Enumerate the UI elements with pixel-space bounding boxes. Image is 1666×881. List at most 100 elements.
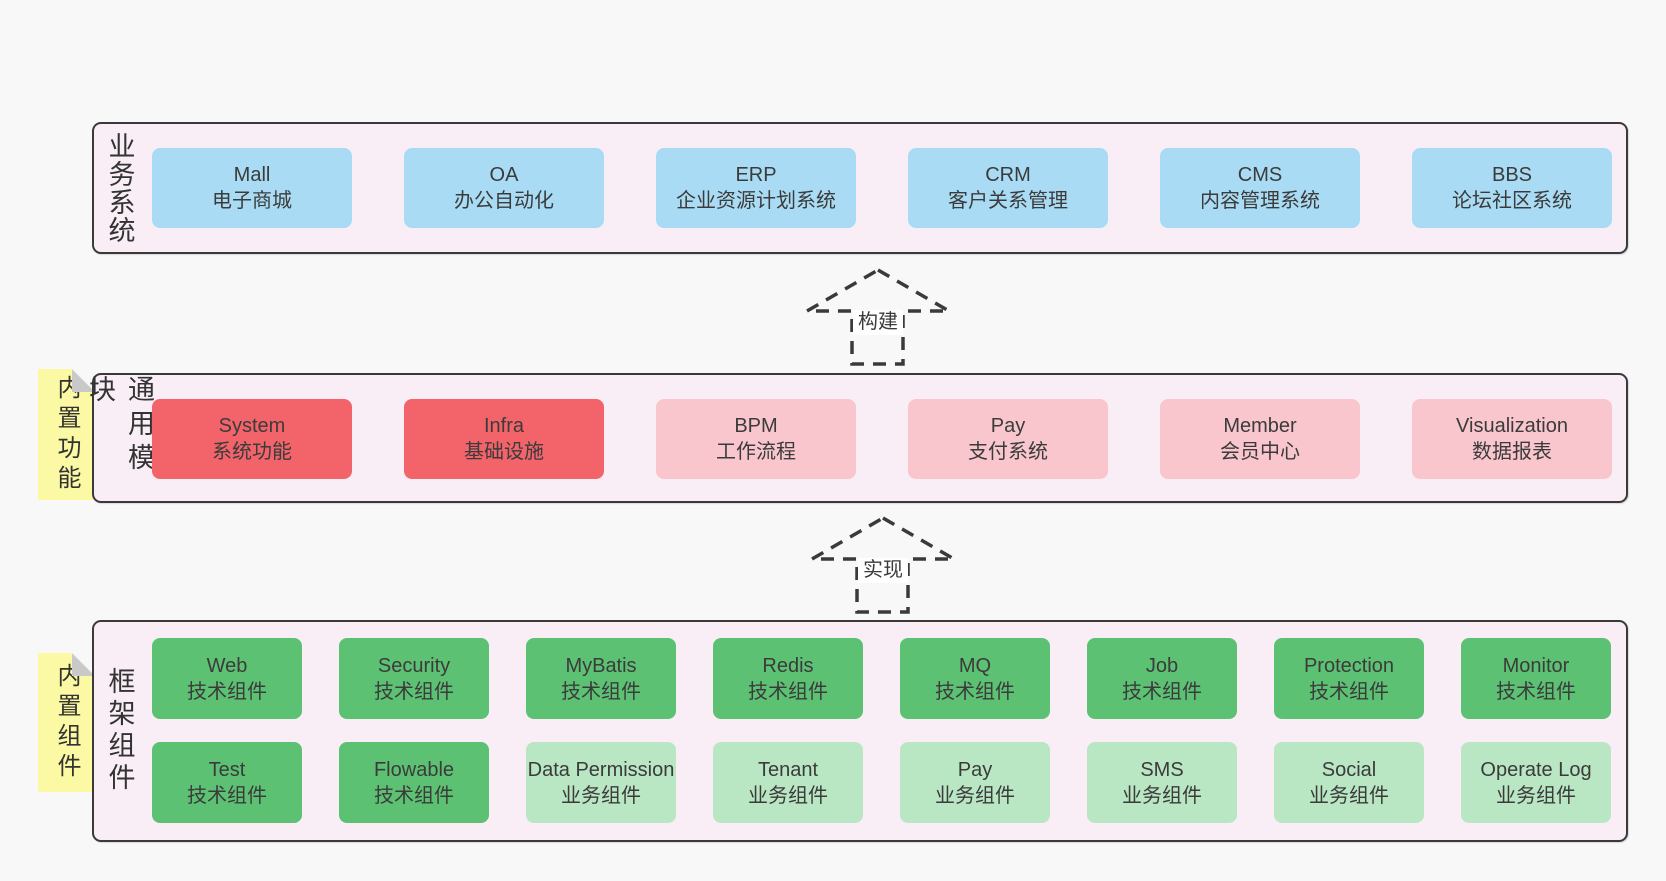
box-cms: CMS 内容管理系统 [1160,148,1360,228]
business-box-row: Mall 电子商城 OA 办公自动化 ERP 企业资源计划系统 CRM 客户关系管理 CMS 内容… [152,148,1612,228]
box-member: Member 会员中心 [1160,399,1360,479]
box-title: CMS [1237,164,1283,186]
box-subtitle: 论坛社区系统 [1452,190,1572,212]
box-system: System 系统功能 [152,399,352,479]
box-title: Web [206,654,248,677]
box-title: MyBatis [565,654,637,677]
box-subtitle: 技术组件 [1496,680,1576,703]
box-visualization: Visualization 数据报表 [1412,399,1612,479]
box-subtitle: 技术组件 [187,784,267,807]
box-subtitle: 业务组件 [1309,784,1389,807]
layer-label-common-modules: 通用模块 [85,375,154,477]
box-mall: Mall 电子商城 [152,148,352,228]
box-title: Flowable [373,758,455,781]
box-title: Pay [990,415,1026,437]
box-title: BBS [1491,164,1533,186]
box-title: Redis [762,654,814,677]
box-title: CRM [985,164,1031,186]
box-subtitle: 业务组件 [1496,784,1576,807]
box-subtitle: 业务组件 [935,784,1015,807]
box-sms: SMS 业务组件 [1087,742,1237,823]
box-security: Security 技术组件 [339,638,489,719]
box-subtitle: 技术组件 [374,680,454,703]
box-title: Mall [233,164,271,186]
box-title: Infra [483,415,525,437]
box-subtitle: 技术组件 [1122,680,1202,703]
layer-label-framework-components: 框架组件 [104,667,135,795]
box-tenant: Tenant 业务组件 [713,742,863,823]
box-test: Test 技术组件 [152,742,302,823]
build-arrow: 构建 [797,262,959,370]
box-subtitle: 业务组件 [1122,784,1202,807]
sticky-note-text: 内置功能 [53,374,80,495]
implement-arrow-label: 实现 [858,558,908,583]
box-subtitle: 系统功能 [212,441,292,463]
box-redis: Redis 技术组件 [713,638,863,719]
box-bpm: BPM 工作流程 [656,399,856,479]
box-title: Operate Log [1480,758,1592,781]
box-job: Job 技术组件 [1087,638,1237,719]
box-title: Monitor [1502,654,1570,677]
box-title: ERP [735,164,777,186]
box-protection: Protection 技术组件 [1274,638,1424,719]
box-subtitle: 技术组件 [1309,680,1389,703]
box-title: Visualization [1456,415,1568,437]
layer-label-business-systems: 业务系统 [104,132,135,244]
box-title: Social [1321,758,1377,781]
sticky-note-builtin-features: 内置功能 [38,369,95,500]
box-subtitle: 业务组件 [561,784,641,807]
box-subtitle: 业务组件 [748,784,828,807]
box-monitor: Monitor 技术组件 [1461,638,1611,719]
box-subtitle: 电子商城 [212,190,292,212]
layer-business-systems: 业务系统 Mall 电子商城 OA 办公自动化 ERP 企业资源计划系统 CRM 客户关系管理… [92,122,1628,254]
box-subtitle: 技术组件 [935,680,1015,703]
box-subtitle: 技术组件 [374,784,454,807]
box-subtitle: 数据报表 [1472,441,1552,463]
implement-arrow: 实现 [802,510,964,618]
box-crm: CRM 客户关系管理 [908,148,1108,228]
box-title: Pay [957,758,993,781]
box-web: Web 技术组件 [152,638,302,719]
box-subtitle: 工作流程 [716,441,796,463]
box-bbs: BBS 论坛社区系统 [1412,148,1612,228]
box-subtitle: 技术组件 [187,680,267,703]
box-infra: Infra 基础设施 [404,399,604,479]
box-operate-log: Operate Log 业务组件 [1461,742,1611,823]
box-subtitle: 企业资源计划系统 [676,190,836,212]
build-arrow-label: 构建 [853,310,903,335]
box-pay: Pay 业务组件 [900,742,1050,823]
box-title: SMS [1140,758,1184,781]
box-title: Data Permission [527,758,675,781]
box-social: Social 业务组件 [1274,742,1424,823]
box-flowable: Flowable 技术组件 [339,742,489,823]
box-subtitle: 内容管理系统 [1200,190,1320,212]
box-subtitle: 客户关系管理 [948,190,1068,212]
box-data-permission: Data Permission 业务组件 [526,742,676,823]
sticky-note-builtin-components: 内置组件 [38,653,95,792]
box-title: Tenant [757,758,819,781]
box-title: OA [489,164,519,186]
box-subtitle: 技术组件 [748,680,828,703]
box-subtitle: 会员中心 [1220,441,1300,463]
box-title: System [218,415,286,437]
box-title: Security [377,654,451,677]
box-subtitle: 基础设施 [464,441,544,463]
box-erp: ERP 企业资源计划系统 [656,148,856,228]
box-title: BPM [734,415,778,437]
box-oa: OA 办公自动化 [404,148,604,228]
box-title: Test [208,758,246,781]
box-title: Protection [1303,654,1395,677]
box-title: Job [1145,654,1179,677]
box-title: Member [1223,415,1297,437]
box-mq: MQ 技术组件 [900,638,1050,719]
box-subtitle: 办公自动化 [454,190,554,212]
box-title: MQ [958,654,992,677]
